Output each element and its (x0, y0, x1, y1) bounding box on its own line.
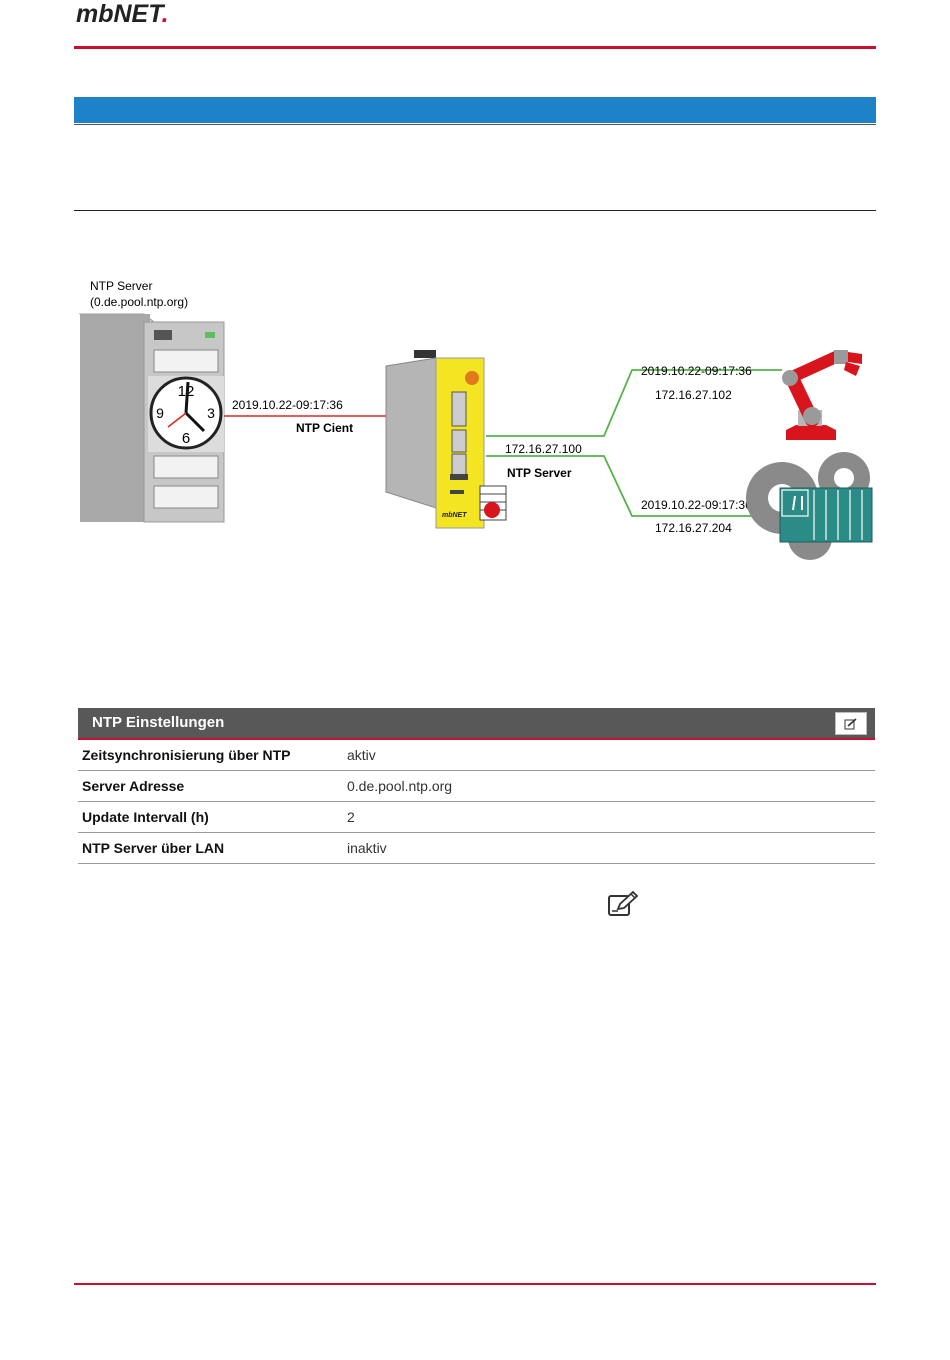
settings-row: Zeitsynchronisierung über NTP aktiv (78, 740, 875, 771)
panel-title: NTP Einstellungen (92, 714, 225, 731)
footer-rule (74, 1283, 876, 1285)
panel-edit-button[interactable] (835, 712, 867, 735)
clock-number-9: 9 (156, 405, 164, 421)
client-time: 2019.10.22-09:17:36 (232, 398, 343, 412)
settings-row: Update Intervall (h) 2 (78, 802, 875, 833)
setting-value: 2 (347, 809, 355, 825)
ntp-server-address: (0.de.pool.ntp.org) (90, 295, 188, 309)
clock-number-3: 3 (207, 405, 215, 421)
setting-label: Update Intervall (h) (82, 809, 209, 825)
mbnet-logo: mbNET. (76, 0, 169, 28)
setting-value: aktiv (347, 747, 376, 763)
mbnet-router-device: mbNET (385, 350, 485, 529)
setting-value: 0.de.pool.ntp.org (347, 778, 453, 794)
lan-link-robot (486, 369, 782, 437)
plc-ip: 172.16.27.204 (655, 521, 732, 535)
panel-header: NTP Einstellungen (78, 708, 875, 740)
plc-rack (779, 487, 873, 543)
setting-label: Zeitsynchronisierung über NTP (82, 747, 291, 763)
router-ip: 172.16.27.100 (505, 442, 582, 456)
setting-value: inaktiv (347, 840, 387, 856)
clock-number-6: 6 (182, 430, 190, 447)
settings-row: Server Adresse 0.de.pool.ntp.org (78, 771, 875, 802)
ntp-server-role: NTP Server (507, 466, 572, 480)
ntp-network-diagram: NTP Server (0.de.pool.ntp.org) 12 3 6 9 … (78, 279, 873, 560)
settings-row: NTP Server über LAN inaktiv (78, 833, 875, 864)
robot-time: 2019.10.22-09:17:36 (641, 364, 752, 378)
clock-icon: 12 3 6 9 (149, 376, 223, 450)
ntp-server-label: NTP Server (90, 279, 152, 293)
edit-icon[interactable] (606, 890, 640, 918)
edit-icon (844, 717, 857, 729)
firewall-icon (479, 485, 507, 521)
section-heading-bar (74, 97, 876, 123)
client-role: NTP Cient (296, 421, 353, 435)
ntp-settings-panel: NTP Einstellungen Zeitsynchronisierung ü… (78, 708, 875, 864)
setting-label: Server Adresse (82, 778, 185, 794)
section-divider (74, 210, 876, 211)
device-brand: mbNET (442, 512, 467, 519)
robot-ip: 172.16.27.102 (655, 388, 732, 402)
setting-label: NTP Server über LAN (82, 840, 225, 856)
plc-time: 2019.10.22-09:17:36 (641, 498, 752, 512)
lan-link-plc (486, 455, 782, 517)
header-rule (74, 46, 876, 49)
heading-underline (74, 124, 876, 125)
robot-arm-icon (782, 350, 862, 440)
